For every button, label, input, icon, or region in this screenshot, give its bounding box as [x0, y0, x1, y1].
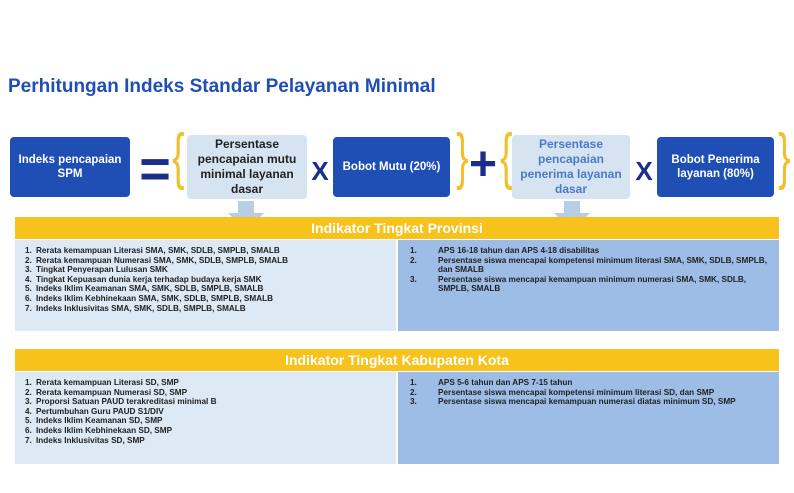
list-item-number: 7.	[25, 303, 32, 313]
list-item-text: Persentase siswa mencapai kemampuan mini…	[438, 274, 747, 294]
list-item-text: Tingkat Penyerapan Lulusan SMK	[36, 265, 168, 275]
list-item: 6. Indeks Iklim Kebhinekaan SMA, SMK, SDL…	[25, 294, 396, 304]
equals-sign: =	[139, 139, 171, 199]
list-item-text: Rerata kemampuan Literasi SMA, SMK, SDLB…	[36, 246, 280, 255]
list-item-text: Indeks Iklim Kebhinekaan SD, SMP	[36, 425, 173, 435]
list-item: 3. Persentase siswa mencapai kemampuan mi…	[410, 275, 771, 294]
times-sign-2: X	[635, 156, 653, 186]
list-item-number: 3.	[25, 265, 32, 275]
list-item: 2. Rerata kemampuan Numerasi SD, SMP	[25, 388, 396, 398]
list-item-text: APS 5-6 tahun dan APS 7-15 tahun	[438, 378, 573, 387]
list-item-number: 4.	[25, 406, 32, 416]
list-item-number: 2.	[25, 387, 32, 397]
list-item-number: 2.	[410, 387, 417, 397]
list-item: 3. Proporsi Satuan PAUD terakreditasi min…	[25, 397, 396, 407]
page-title: Perhitungan Indeks Standar Pelayanan Min…	[8, 76, 436, 97]
left-brace-icon: {	[172, 122, 185, 191]
kabupaten-header: Indikator Tingkat Kabupaten Kota	[15, 349, 779, 371]
list-item: 3. Persentase siswa mencapai kemampuan nu…	[410, 397, 771, 407]
list-item: 3. Tingkat Penyerapan Lulusan SMK	[25, 265, 396, 275]
list-item-text: Proporsi Satuan PAUD terakreditasi minim…	[36, 397, 217, 407]
list-item: 5. Indeks Iklim Keamanan SMA, SMK, SDLB, …	[25, 284, 396, 294]
bobot-penerima-box: Bobot Penerima layanan (80%)	[657, 137, 774, 197]
list-item: 2. Persentase siswa mencapai kompetensi m…	[410, 388, 771, 398]
list-item-number: 3.	[410, 397, 417, 407]
list-item: 6. Indeks Iklim Kebhinekaan SD, SMP	[25, 426, 396, 436]
list-item: 4. Pertumbuhan Guru PAUD S1/DIV	[25, 407, 396, 417]
list-item: 7. Indeks Inklusivitas SD, SMP	[25, 436, 396, 446]
list-item-number: 1.	[410, 246, 417, 255]
list-item-number: 5.	[25, 284, 32, 294]
list-item-number: 3.	[25, 397, 32, 407]
index-spm-box: Indeks pencapaian SPM	[10, 137, 130, 197]
left-brace-icon: {	[500, 122, 513, 191]
persentase-mutu-box: Persentase pencapaian mutu minimal layan…	[187, 135, 307, 199]
list-item: 2. Rerata kemampuan Numerasi SMA, SMK, SD…	[25, 256, 396, 266]
list-item: 5. Indeks Iklim Keamanan SD, SMP	[25, 416, 396, 426]
list-item-text: APS 16-18 tahun dan APS 4-18 disabilitas	[438, 246, 600, 255]
list-item-text: Indeks Iklim Kebhinekaan SMA, SMK, SDLB,…	[36, 293, 274, 303]
provinsi-right-list: 1. APS 16-18 tahun dan APS 4-18 disabilit…	[410, 246, 771, 294]
down-arrow-icon	[228, 201, 264, 236]
persentase-penerima-box: Persentase pencapaian penerima layanan d…	[512, 135, 630, 199]
plus-sign: +	[468, 138, 498, 191]
bobot-mutu-box: Bobot Mutu (20%)	[333, 137, 450, 197]
list-item: 1. Rerata kemampuan Literasi SD, SMP	[25, 378, 396, 388]
provinsi-left-panel: 1. Rerata kemampuan Literasi SMA, SMK, SD…	[15, 240, 396, 331]
kabupaten-right-panel: 1. APS 5-6 tahun dan APS 7-15 tahun 2. Pers…	[398, 372, 779, 464]
list-item-number: 1.	[25, 246, 32, 255]
list-item-number: 1.	[410, 378, 417, 387]
kabupaten-left-list: 1. Rerata kemampuan Literasi SD, SMP 2. Rer…	[25, 378, 396, 445]
list-item: 4. Tingkat Kepuasan dunia kerja terhadap …	[25, 275, 396, 285]
list-item-number: 5.	[25, 416, 32, 426]
list-item-text: Indeks Inklusivitas SMA, SMK, SDLB, SMPL…	[36, 303, 246, 313]
list-item-text: Persentase siswa mencapai kompetensi min…	[438, 387, 715, 397]
times-sign-1: X	[311, 156, 329, 186]
right-brace-icon: }	[778, 122, 791, 191]
kabupaten-left-panel: 1. Rerata kemampuan Literasi SD, SMP 2. Rer…	[15, 372, 396, 464]
down-arrow-icon	[554, 201, 590, 236]
list-item-text: Persentase siswa mencapai kemampuan nume…	[438, 397, 736, 407]
provinsi-right-panel: 1. APS 16-18 tahun dan APS 4-18 disabilit…	[398, 240, 779, 331]
provinsi-header: Indikator Tingkat Provinsi	[15, 217, 779, 239]
list-item-text: Rerata kemampuan Literasi SD, SMP	[36, 378, 179, 387]
right-brace-icon: }	[456, 122, 469, 191]
list-item: 2. Persentase siswa mencapai kompetensi m…	[410, 256, 771, 275]
list-item: 1. APS 5-6 tahun dan APS 7-15 tahun	[410, 378, 771, 388]
list-item-text: Indeks Inklusivitas SD, SMP	[36, 435, 145, 445]
list-item-number: 2.	[25, 255, 32, 265]
kabupaten-right-list: 1. APS 5-6 tahun dan APS 7-15 tahun 2. Pers…	[410, 378, 771, 407]
list-item-number: 1.	[25, 378, 32, 387]
list-item-number: 2.	[410, 255, 417, 265]
list-item-text: Pertumbuhan Guru PAUD S1/DIV	[36, 406, 164, 416]
list-item-text: Indeks Iklim Keamanan SMA, SMK, SDLB, SM…	[36, 284, 264, 294]
list-item-text: Persentase siswa mencapai kompetensi min…	[438, 255, 767, 275]
list-item-number: 6.	[25, 425, 32, 435]
list-item-text: Indeks Iklim Keamanan SD, SMP	[36, 416, 163, 426]
list-item-text: Tingkat Kepuasan dunia kerja terhadap bu…	[36, 274, 262, 284]
list-item-number: 4.	[25, 274, 32, 284]
list-item-number: 7.	[25, 435, 32, 445]
list-item: 1. APS 16-18 tahun dan APS 4-18 disabilit…	[410, 246, 771, 256]
provinsi-left-list: 1. Rerata kemampuan Literasi SMA, SMK, SD…	[25, 246, 396, 313]
list-item: 1. Rerata kemampuan Literasi SMA, SMK, SD…	[25, 246, 396, 256]
list-item-number: 3.	[410, 274, 417, 284]
list-item-number: 6.	[25, 293, 32, 303]
list-item-text: Rerata kemampuan Numerasi SMA, SMK, SDLB…	[36, 255, 289, 265]
list-item-text: Rerata kemampuan Numerasi SD, SMP	[36, 387, 188, 397]
list-item: 7. Indeks Inklusivitas SMA, SMK, SDLB, SM…	[25, 304, 396, 314]
